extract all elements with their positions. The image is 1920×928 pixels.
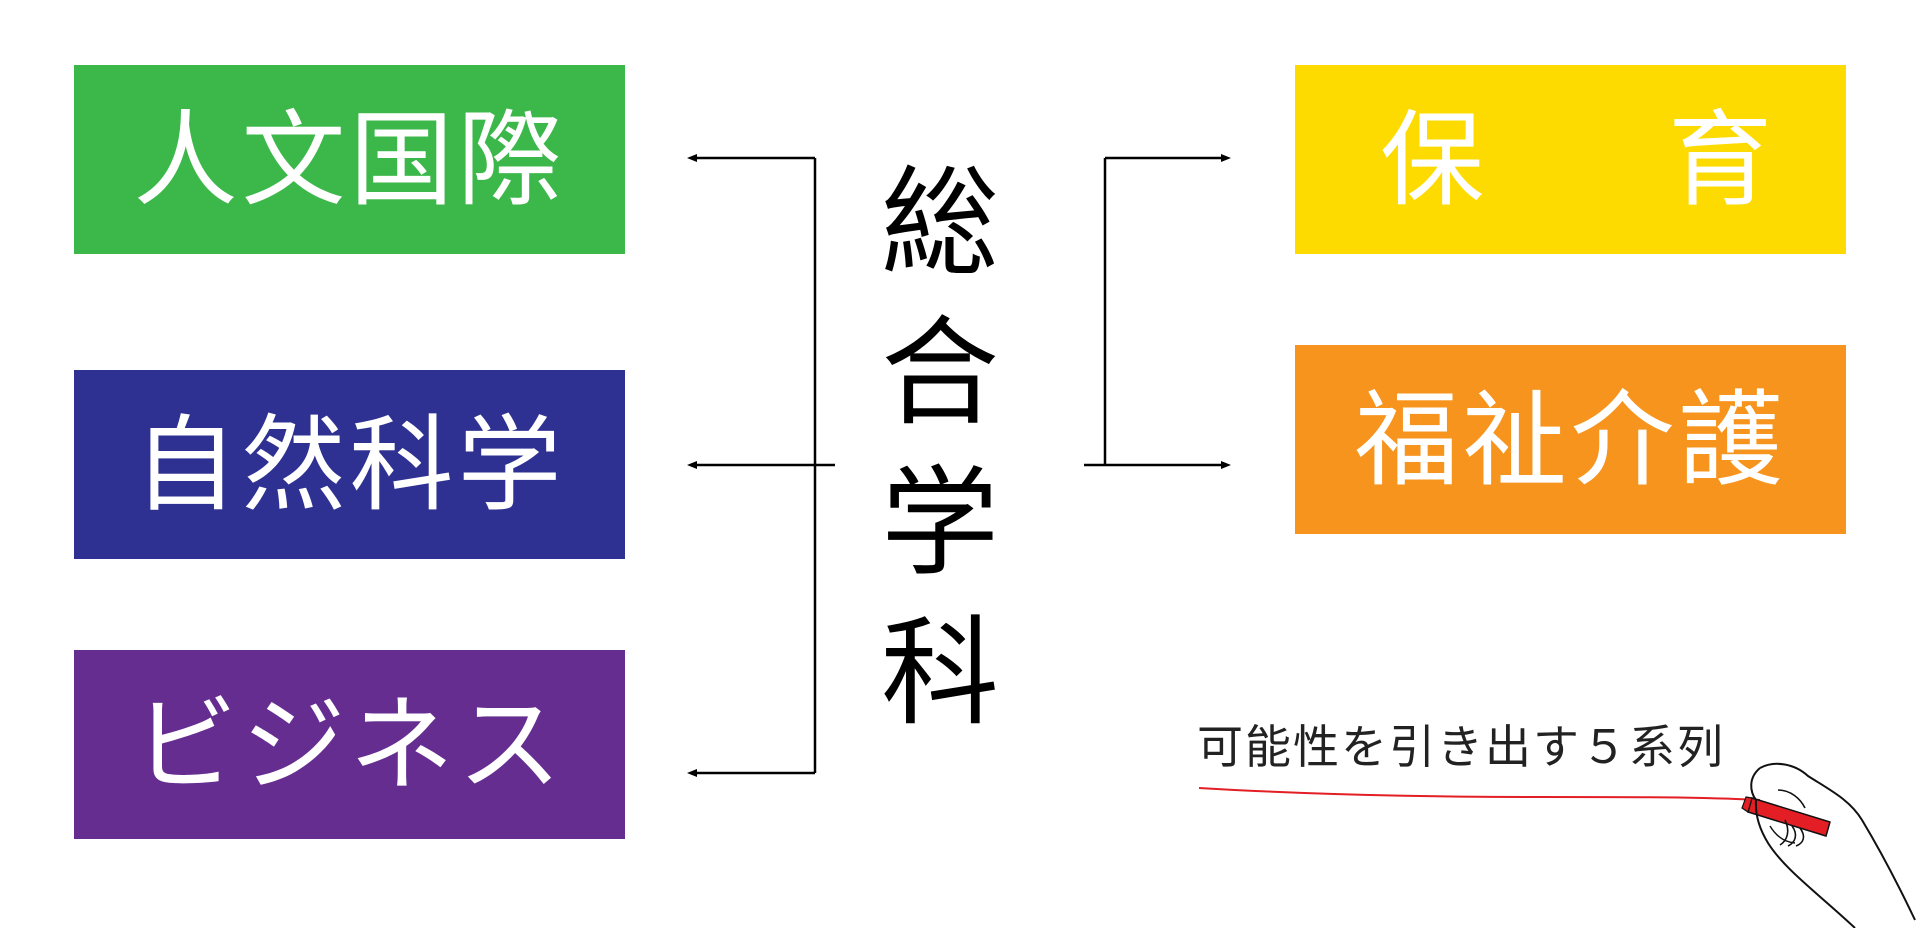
center-title-char-2: 合 bbox=[881, 298, 999, 448]
hand-holding-marker-icon bbox=[1742, 764, 1915, 928]
center-title-general-course: 総 合 学 科 bbox=[880, 148, 1000, 748]
center-title-char-1: 総 bbox=[881, 148, 999, 298]
right-bracket-connector bbox=[1084, 158, 1222, 465]
tagline-five-series: 可能性を引き出す５系列 bbox=[1197, 724, 1725, 770]
center-title-char-4: 科 bbox=[881, 598, 999, 748]
tagline-underline bbox=[1199, 788, 1760, 800]
left-bracket-connector bbox=[696, 158, 835, 773]
center-title-char-3: 学 bbox=[881, 448, 999, 598]
